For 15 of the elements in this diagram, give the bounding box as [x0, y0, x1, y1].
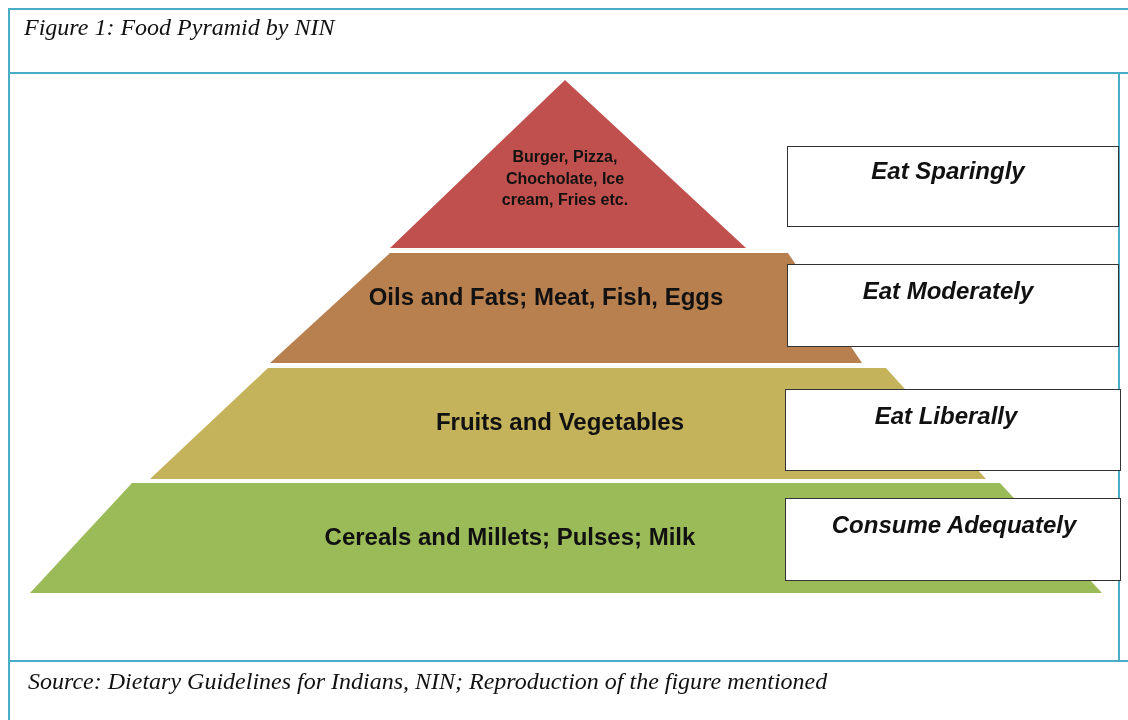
advice-label: Eat Sparingly [870, 157, 1027, 185]
pyramid-top-layer [390, 80, 746, 248]
food-group-label: Cereals and Millets; Pulses; Milk [323, 522, 697, 552]
advice-box [785, 389, 1121, 471]
food-group-label: Burger, Pizza, Chocholate, Ice cream, Fries etc. [500, 147, 630, 211]
food-group-label: Fruits and Vegetables [434, 407, 686, 437]
source-caption: Source: Dietary Guidelines for Indians, NIN; Reproduction of the figure mentioned [28, 668, 828, 695]
advice-label: Eat Liberally [873, 402, 1019, 430]
advice-box [787, 264, 1119, 347]
advice-label: Eat Moderately [861, 277, 1035, 305]
advice-label: Consume Adequately [830, 511, 1078, 539]
advice-box [787, 146, 1119, 227]
advice-box [785, 498, 1121, 581]
food-group-label: Oils and Fats; Meat, Fish, Eggs [367, 282, 725, 312]
figure-title: Figure 1: Food Pyramid by NIN [24, 14, 335, 41]
